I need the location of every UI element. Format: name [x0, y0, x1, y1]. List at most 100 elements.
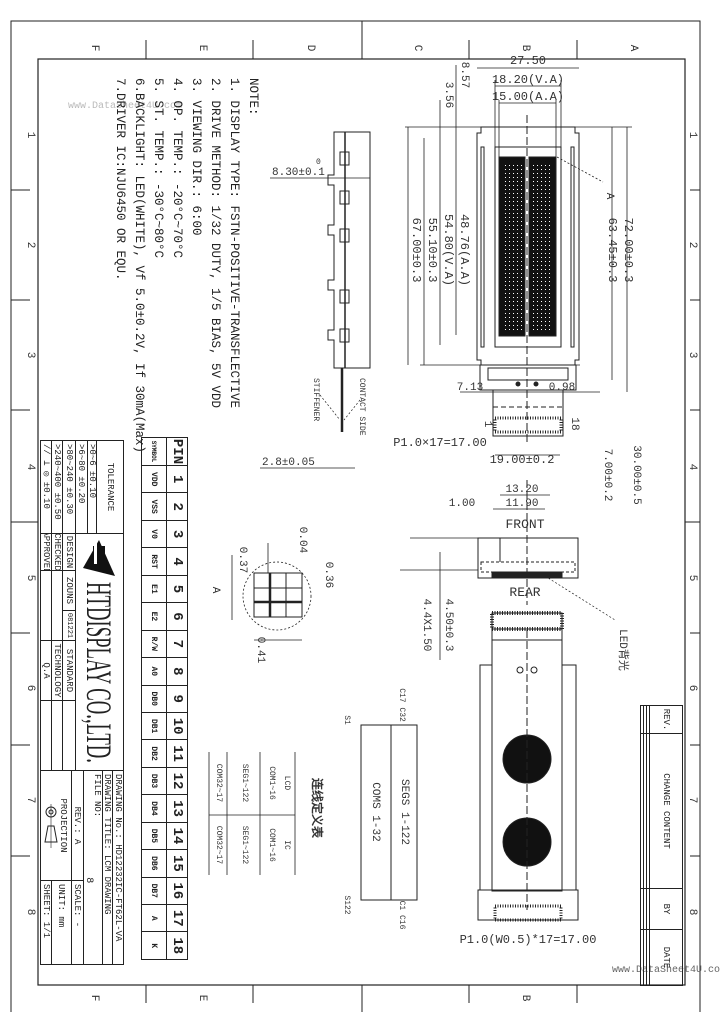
mapping-cell: COM1~16	[267, 766, 276, 800]
lcm-front-view	[405, 65, 632, 456]
pin-header: PIN	[166, 437, 188, 466]
mapping-box-col2: SEGS 1-122	[398, 779, 410, 845]
tolerance-row: >80~240 ±0.30	[62, 440, 76, 534]
column-label-e: E	[196, 45, 208, 52]
dot-pattern-right	[532, 163, 553, 331]
border-frame	[10, 20, 701, 1012]
front-view-dimensions: 27.50 18.20(V.A) 15.00(A.A) 8.57 3.56 67…	[393, 54, 642, 505]
pin-symbol: E1	[141, 575, 167, 603]
pin-number: 17	[166, 904, 188, 932]
cell	[643, 705, 647, 734]
dim-bottom-width-2: 11.90	[505, 498, 538, 510]
revision-header-row: REV. CHANGE CONTENT BY DATE	[649, 705, 683, 986]
tolerance-header: TOLERANCE	[96, 440, 124, 534]
projection-label: PROJECTION	[58, 798, 68, 853]
design-name: ZOUNS	[62, 570, 76, 611]
row-label-3-right: 3	[686, 352, 698, 359]
bezel-strip-right	[570, 146, 575, 348]
pin-symbol: A	[141, 904, 167, 932]
pin-symbol: V0	[141, 520, 167, 548]
revision: REV.: A	[71, 770, 84, 881]
row-label-4: 4	[24, 464, 36, 471]
segment-mapping-labels: 连线定义表 COMS 1-32 SEGS 1-122 C17 C32 S1 C1…	[214, 688, 410, 929]
pin-number: 12	[166, 767, 188, 795]
column-label-b: B	[519, 45, 531, 52]
standard-label: STANDARD	[62, 640, 76, 701]
pin-symbol: DB4	[141, 794, 167, 823]
pin-symbol: A0	[141, 657, 167, 685]
detail-ref-label: A	[603, 193, 615, 200]
note-item: 3. VIEWING DIR.: 6:00	[189, 78, 203, 236]
fpc-tail	[492, 389, 564, 437]
dim-bottom-width-1: 13.20	[505, 484, 538, 496]
tolerance-row: // ⊥ ◎ ±0.10	[40, 440, 52, 534]
side-view-labels: 0 8.30±0.1 2.8±0.05 STIFFENER CONTACT SI…	[262, 158, 366, 469]
cell	[646, 929, 650, 986]
rear-pins	[493, 904, 563, 922]
row-label-2-right: 2	[686, 242, 698, 249]
dim-fpc-width: 19.00±0.2	[490, 453, 555, 467]
dim-dot-size: 0.41	[254, 637, 266, 664]
bezel-strip-left	[480, 146, 485, 348]
mapping-bottom-right: S122	[342, 895, 351, 914]
design-label: DESIGN	[62, 533, 76, 571]
mapping-bottom-left: C1 C16	[397, 901, 406, 930]
tolerance-row: >240~400 ±0.50	[51, 440, 63, 534]
projection-symbol-icon	[44, 803, 58, 848]
detail-label: A	[209, 587, 221, 594]
mapping-cell: COM32~17	[214, 764, 223, 803]
front-label: FRONT	[505, 517, 544, 532]
pin-symbol: R/W	[141, 630, 167, 658]
lcm-rear-view	[477, 611, 579, 922]
row-label-2: 2	[24, 242, 36, 249]
column-label-f-bottom: F	[88, 995, 100, 1002]
column-label-b-bottom: B	[519, 995, 531, 1002]
mapping-top-right: S1	[342, 715, 351, 725]
revision-row	[643, 705, 647, 986]
pin-symbol-row: SYMBOL VDD VSS V0 RST E1 E2 R/W A0 DB0 D…	[141, 437, 167, 960]
dot-detail-labels: A 0.04 0.36 0.37 0.41	[209, 527, 334, 664]
pin-symbol: DB3	[141, 767, 167, 795]
drawing-number: DRAWING No.: HD12232IC-FT62L-VA	[112, 770, 124, 965]
cell	[643, 929, 647, 986]
row-label-7-right: 7	[686, 797, 698, 804]
by-header: BY	[649, 888, 683, 930]
rear-connector	[490, 611, 564, 631]
qa-label: Q.A	[40, 640, 52, 701]
note-item: 5. ST. TEMP.: -30°C~80°C	[151, 78, 165, 259]
unit: UNIT: mm	[51, 880, 72, 965]
row-label-6-right: 6	[686, 685, 698, 692]
bottom-view-labels: 13.20 1.00 11.90 FRONT REAR 4.50±0.3 4.4…	[420, 484, 631, 947]
mapping-cell: SEG1~122	[240, 826, 249, 865]
pin-symbol: DB7	[141, 877, 167, 905]
technology-label: TECHNOLOGY	[51, 640, 63, 701]
pin-last-label: 18	[568, 417, 580, 430]
pin-number: 4	[166, 547, 188, 576]
design-date: 081221	[62, 610, 76, 641]
pin-symbol: DB1	[141, 712, 167, 740]
row-label-5: 5	[24, 575, 36, 582]
tolerance-row: >6~80 ±0.20	[75, 440, 88, 534]
pin-number: 15	[166, 849, 188, 878]
revision-table: REV. CHANGE CONTENT BY DATE	[640, 705, 683, 986]
row-label-4-right: 4	[686, 464, 698, 471]
row-label-8-right: 8	[686, 909, 698, 916]
lcm-bottom-view	[400, 480, 616, 660]
pin-number-row: PIN 1 2 3 4 5 6 7 8 9 10 11 12 13 14 15 …	[166, 437, 188, 960]
dim-thickness: 8.30±0.1	[272, 167, 325, 179]
led-label: LED背光	[616, 629, 631, 671]
side-tab	[339, 228, 350, 243]
cell	[640, 929, 644, 986]
checked-label: CHECKED	[51, 533, 63, 571]
dim-fpc-left: 7.13	[457, 382, 483, 394]
projection-cell: PROJECTION	[40, 770, 72, 881]
column-label-e-bottom: E	[196, 995, 208, 1002]
drawing-title: DRAWING TITLE: LCM DRAWING	[102, 770, 113, 965]
pin-number: 10	[166, 712, 188, 740]
mapping-box	[360, 724, 418, 901]
mapping-cell: COM1~16	[267, 828, 276, 862]
pin-symbol: VDD	[141, 465, 167, 493]
pin-number: 2	[166, 492, 188, 521]
column-label-a: A	[627, 45, 639, 52]
stiffener-label: STIFFENER	[311, 378, 320, 421]
